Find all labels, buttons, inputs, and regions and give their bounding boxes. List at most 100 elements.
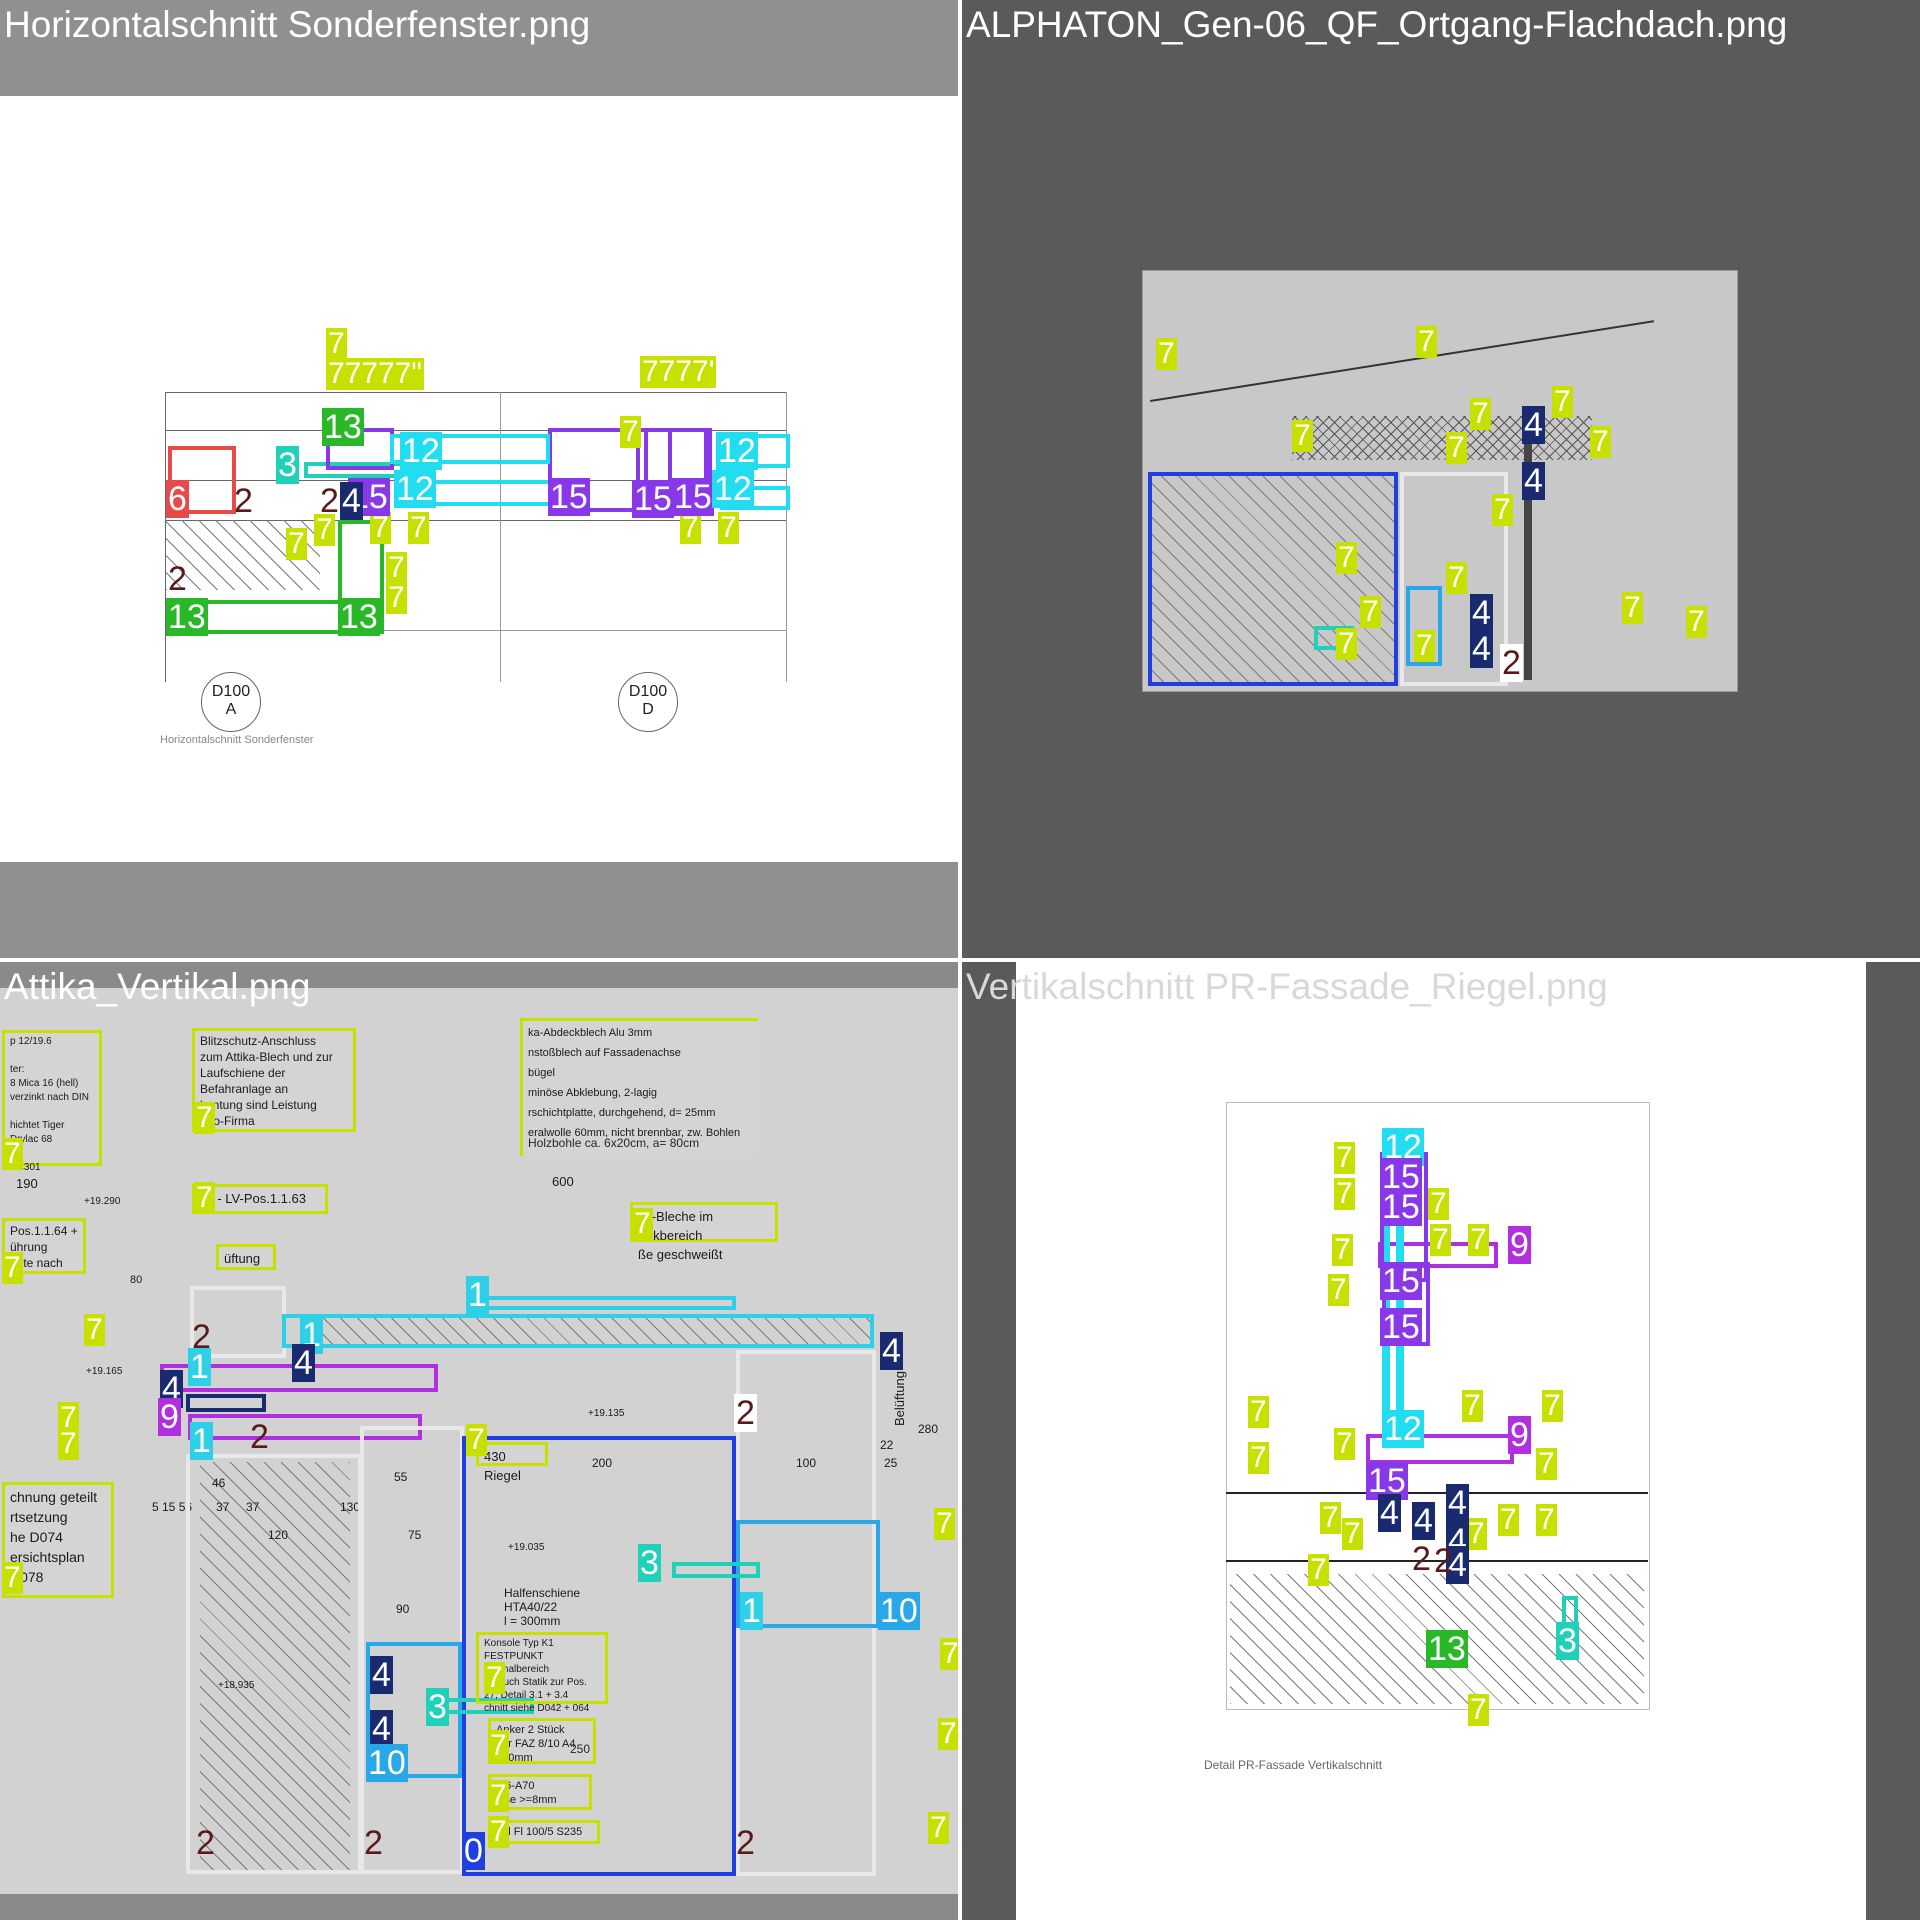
bbox-15 [548, 428, 648, 512]
label-4: 4 [1378, 1494, 1401, 1532]
bbox-12 [390, 434, 550, 464]
tag-7: 7 [938, 1717, 958, 1750]
tag-7-row: 77777" [326, 357, 425, 390]
drawing-caption: Detail PR-Fassade Vertikalschnitt [1204, 1758, 1383, 1772]
note-material: p 12/19.6 ter: 8 Mica 16 (hell) verzinkt… [2, 1030, 102, 1173]
tag-7: 7 [1470, 397, 1491, 430]
label-13: 13 [1426, 1630, 1468, 1668]
dim-250: 250 [570, 1742, 591, 1756]
label-2: 2 [320, 482, 339, 520]
drawing-line [500, 392, 501, 682]
tag-7: 7 [386, 551, 407, 584]
tag-7: 7 [1328, 1273, 1349, 1306]
left-bar [962, 962, 1016, 1920]
tag-7: 7 [1292, 419, 1313, 452]
dim-55: 55 [394, 1470, 408, 1484]
panel-title: Vertikalschnitt PR-Fassade_Riegel.png [966, 966, 1608, 1007]
label-4: 4 [1470, 630, 1493, 668]
dim-600: 600 [552, 1174, 574, 1189]
wall-line [1524, 430, 1532, 680]
tag-7: 7 [1466, 1517, 1487, 1550]
tag-7: 7 [194, 1101, 215, 1134]
dim-280: 280 [918, 1422, 939, 1436]
label-15: 15 [632, 480, 674, 518]
panel-title: ALPHATON_Gen-06_QF_Ortgang-Flachdach.png [966, 4, 1788, 45]
floor-line [1226, 1492, 1648, 1494]
label-12: 12 [394, 470, 436, 508]
dim-75: 75 [408, 1528, 422, 1542]
tag-7: 7 [1498, 1503, 1519, 1536]
tag-7: 7 [1156, 337, 1177, 370]
tag-7: 7 [1446, 561, 1467, 594]
tag-7: 7 [928, 1811, 949, 1844]
label-6: 6 [166, 480, 189, 518]
label-3: 3 [276, 446, 299, 484]
tag-7: 7 [1336, 627, 1357, 660]
label-3: 3 [426, 1688, 449, 1726]
bbox-1 [282, 1314, 874, 1348]
label-15: 15 [1366, 1462, 1408, 1500]
tag-7: 7 [2, 1137, 23, 1170]
label-15: 15 [1380, 1188, 1422, 1226]
tag-7: 7 [620, 415, 641, 448]
tag-7: 7 [940, 1638, 958, 1670]
tag-7-row: 7777' [640, 355, 717, 388]
label-4: 4 [1412, 1502, 1435, 1540]
label-9: 9 [158, 1398, 181, 1436]
bbox-1 [472, 1296, 736, 1310]
tag-7: 7 [1416, 325, 1437, 358]
tag-7: 7 [680, 511, 701, 544]
label-15: 15 [672, 478, 714, 516]
label-10: 10 [366, 1744, 408, 1782]
dim-80: 80 [130, 1274, 143, 1286]
label-4: 4 [1470, 594, 1493, 632]
label-9: 9 [1508, 1416, 1531, 1454]
tag-7: 7 [1320, 1501, 1341, 1534]
tag-7: 7 [386, 581, 407, 614]
label-1: 1 [190, 1422, 213, 1460]
label-12: 12 [1382, 1410, 1424, 1448]
tag-7: 7 [326, 327, 347, 360]
bbox-2 [186, 1454, 362, 1874]
dim-190: 190 [16, 1176, 38, 1191]
tag-7: 7 [1552, 385, 1573, 418]
panel-horizontalschnitt: Horizontalschnitt Sonderfenster.png D100… [0, 0, 958, 958]
tag-7: 7 [934, 1507, 955, 1540]
tag-7: 7 [408, 511, 429, 544]
note-eckbereich: ka-Bleche im Eckbereich ße geschweißt [630, 1202, 778, 1262]
tag-7: 7 [58, 1401, 79, 1434]
note-halfen: Halfenschiene HTA40/22 l = 300mm [504, 1586, 581, 1628]
tag-7: 7 [1468, 1693, 1489, 1726]
tag-7: 7 [1342, 1517, 1363, 1550]
label-3: 3 [638, 1544, 661, 1582]
label-2: 2 [736, 1824, 755, 1862]
tag-7: 7 [194, 1181, 215, 1214]
label-2: 2 [234, 482, 253, 520]
tag-7: 7 [1536, 1503, 1557, 1536]
label-2: 2 [364, 1824, 383, 1862]
tag-7: 7 [1428, 1187, 1449, 1220]
tag-7: 7 [1590, 425, 1611, 458]
dim-37: 37 [246, 1500, 260, 1514]
label-10: 10 [878, 1592, 920, 1630]
tag-7: 7 [1468, 1223, 1489, 1256]
tag-7: 7 [1542, 1389, 1563, 1422]
dim-19135: +19.135 [588, 1408, 625, 1419]
panel-ortgang-flachdach: ALPHATON_Gen-06_QF_Ortgang-Flachdach.png… [962, 0, 1920, 958]
note-holzbohle: Holzbohle ca. 6x20cm, a= 80cm [528, 1136, 700, 1150]
label-2: 2 [250, 1418, 269, 1456]
tag-7: 7 [370, 511, 391, 544]
tag-7: 7 [488, 1729, 509, 1762]
label-belueftung: Belüftung [892, 1371, 907, 1426]
label-4: 4 [370, 1710, 393, 1748]
dim-18935: +18.935 [218, 1680, 255, 1691]
tag-7: 7 [84, 1313, 105, 1346]
drawing-caption: Horizontalschnitt Sonderfenster [160, 734, 314, 746]
tag-7: 7 [58, 1427, 79, 1460]
label-4: 4 [1446, 1546, 1469, 1584]
bbox-4 [186, 1394, 266, 1412]
roof-insulation [1292, 416, 1592, 460]
tag-7: 7 [1336, 541, 1357, 574]
tag-7: 7 [488, 1779, 509, 1812]
